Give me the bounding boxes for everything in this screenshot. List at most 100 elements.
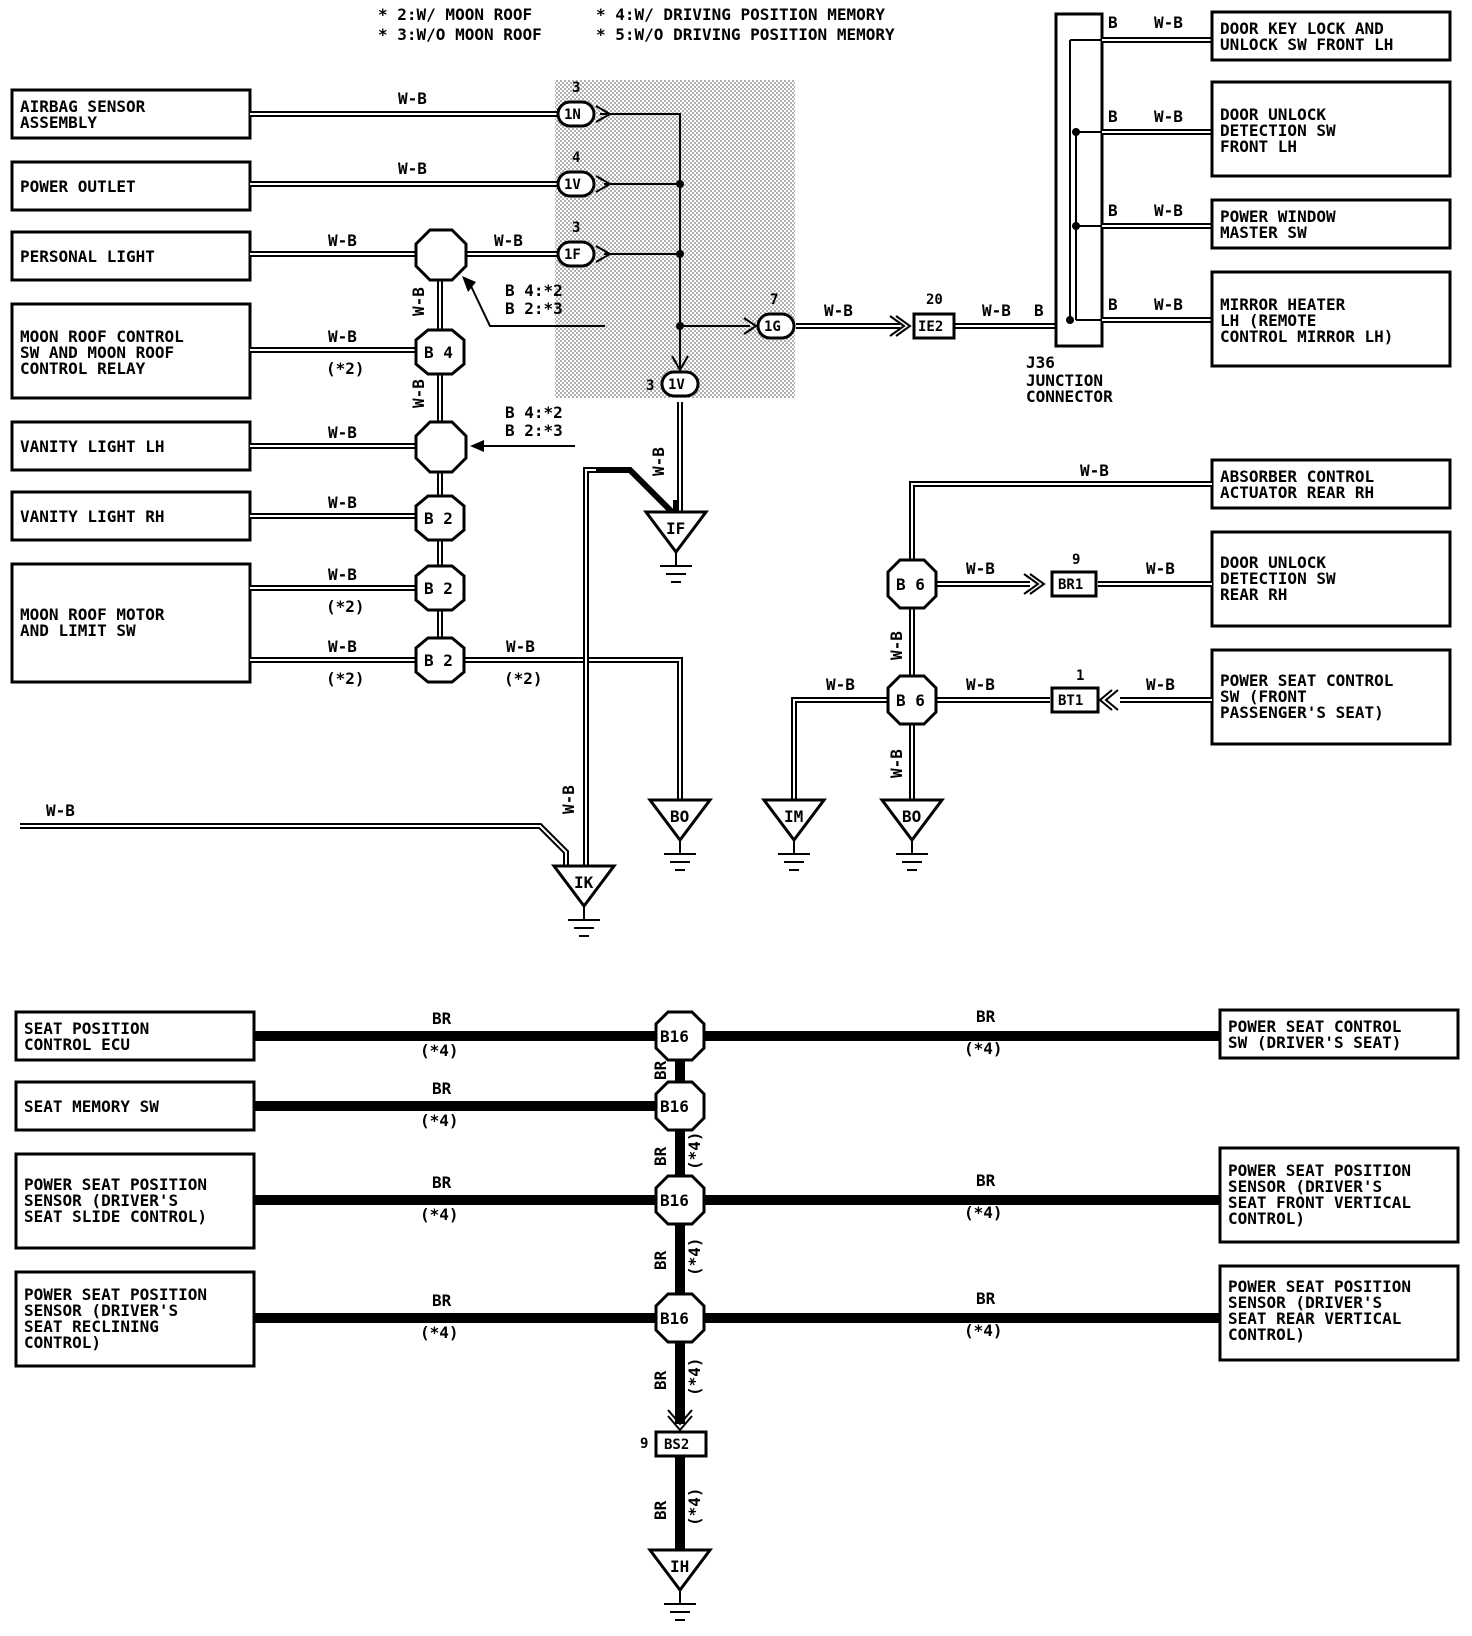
label-text: (*4) [420, 1323, 459, 1342]
label-text: 1F [564, 247, 581, 263]
label-text: B16 [660, 1027, 689, 1046]
label-text: B [1108, 107, 1118, 126]
label-text: W-B [1146, 559, 1175, 578]
label-text: 7 [770, 292, 778, 308]
component-door-unlock-front-lh: DOOR UNLOCK DETECTION SW FRONT LH [1210, 80, 1452, 178]
label-text: 3 [572, 80, 580, 96]
splice-b16-2: B16 [654, 1080, 706, 1132]
label-text: W-B [1146, 675, 1175, 694]
label-text: W-B [398, 159, 427, 178]
junction-id: J36 [1026, 353, 1055, 372]
wires-br [254, 1031, 1220, 1550]
splice-b2-motor-2: B 2 [414, 636, 466, 684]
label-text: POWER SEAT CONTROL [1228, 1017, 1401, 1036]
label-text: B [1034, 301, 1044, 320]
component-power-window-master: POWER WINDOW MASTER SW [1210, 198, 1452, 250]
label-text: DOOR UNLOCK [1220, 553, 1326, 572]
label-text: IF [666, 519, 685, 538]
label-text: W-B [966, 559, 995, 578]
label-text: 9 [1072, 552, 1080, 568]
label-text: B 4:*2 [505, 403, 563, 422]
component-rear-vertical-sensor: POWER SEAT POSITION SENSOR (DRIVER'S SEA… [1218, 1264, 1460, 1362]
label-text: SEAT SLIDE CONTROL) [24, 1207, 207, 1226]
component-mirror-heater: MIRROR HEATER LH (REMOTE CONTROL MIRROR … [1210, 270, 1452, 368]
splice-b6-upper: B 6 [886, 558, 938, 610]
splice-empty-lower [414, 420, 468, 474]
component-vanity-light-rh: VANITY LIGHT RH [10, 490, 252, 542]
ground-bo-right: BO [879, 798, 945, 871]
label-text: B 6 [896, 575, 925, 594]
component-personal-light: PERSONAL LIGHT [10, 230, 252, 282]
label-text: POWER SEAT POSITION [24, 1175, 207, 1194]
label-text: BR [651, 1250, 670, 1270]
label-text: DETECTION SW [1220, 121, 1336, 140]
label-text: PASSENGER'S SEAT) [1220, 703, 1384, 722]
label-text: W-B [824, 301, 853, 320]
label-text: SENSOR (DRIVER'S [24, 1191, 178, 1210]
label-text: (*4) [964, 1203, 1003, 1222]
label-text: BR [432, 1291, 452, 1310]
label-text: BR [976, 1289, 996, 1308]
label-text: (*2) [326, 597, 365, 616]
label-text: DOOR KEY LOCK AND [1220, 19, 1384, 38]
label-text: LH (REMOTE [1220, 311, 1316, 330]
label-text: SW AND MOON ROOF [20, 343, 174, 362]
label-text: POWER SEAT POSITION [24, 1285, 207, 1304]
splice-empty-upper [414, 228, 468, 282]
component-recline-sensor: POWER SEAT POSITION SENSOR (DRIVER'S SEA… [14, 1270, 256, 1368]
connector-1v-top: 4 1V [556, 150, 613, 198]
wires-j36-right: B W-B B W-B B W-B B W-B [1102, 13, 1212, 323]
note-w-driving-memory: * 4:W/ DRIVING POSITION MEMORY [596, 5, 885, 24]
label-text: SEAT FRONT VERTICAL [1228, 1193, 1411, 1212]
component-slide-sensor: POWER SEAT POSITION SENSOR (DRIVER'S SEA… [14, 1152, 256, 1250]
label-text: MOON ROOF CONTROL [20, 327, 184, 346]
label-text: (*4) [420, 1041, 459, 1060]
label-text: W-B [328, 637, 357, 656]
junction-connector-j36: J36 JUNCTION CONNECTOR [1026, 12, 1113, 406]
label-text: B 2 [424, 579, 453, 598]
label-text: BR [976, 1007, 996, 1026]
component-airbag-sensor: AIRBAG SENSOR ASSEMBLY [10, 88, 252, 140]
label-text: BR [651, 1370, 670, 1390]
component-power-seat-driver: POWER SEAT CONTROL SW (DRIVER'S SEAT) [1218, 1008, 1460, 1060]
label-text: B 2 [424, 509, 453, 528]
label-text: W-B [46, 801, 75, 820]
label-text: BO [902, 807, 921, 826]
label-text: CONTROL ECU [24, 1035, 130, 1054]
label-text: SEAT MEMORY SW [24, 1097, 159, 1116]
ground-bo-left: BO [647, 798, 713, 871]
label-text: B [1108, 201, 1118, 220]
label-text: MASTER SW [1220, 223, 1307, 242]
connector-bt1: 1 BT1 [1050, 668, 1100, 714]
label-text: SEAT REAR VERTICAL [1228, 1309, 1401, 1328]
wires-middle-right: W-B W-B W-B W-B W-B W-B W-B W-B [791, 461, 1212, 806]
label-text: IM [784, 807, 803, 826]
connector-ie2: 20 IE2 [912, 292, 956, 340]
label-text: 1 [1076, 668, 1084, 684]
label-text: W-B [328, 231, 357, 250]
label-text: POWER SEAT CONTROL [1220, 671, 1393, 690]
wire-labels-top-left: W-B W-B W-B W-B W-B (*2) W-B W-B W-B (*2… [46, 89, 853, 820]
splice-b6-lower: B 6 [886, 674, 938, 726]
label-text: SEAT RECLINING [24, 1317, 159, 1336]
label-text: POWER OUTLET [20, 177, 136, 196]
label-text: DETECTION SW [1220, 569, 1336, 588]
label-text: CONTROL) [1228, 1209, 1305, 1228]
label-text: W-B [982, 301, 1011, 320]
connector-bs2: 9 BS2 [640, 1430, 708, 1458]
component-power-seat-front-passenger: POWER SEAT CONTROL SW (FRONT PASSENGER'S… [1210, 648, 1452, 746]
label-text: 1G [764, 319, 781, 335]
label-text: BR [976, 1171, 996, 1190]
label-text: VANITY LIGHT RH [20, 507, 165, 526]
connector-1f: 3 1F [556, 220, 613, 268]
label-text: CONNECTOR [1026, 387, 1113, 406]
label-text: B 6 [896, 691, 925, 710]
label-text: W-B [328, 493, 357, 512]
ground-ik: IK [551, 864, 617, 937]
connector-1g: 7 1G [743, 292, 796, 340]
label-text: W-B [1154, 201, 1183, 220]
wires-center-top: W-B B [796, 301, 1056, 337]
label-text: (*4) [685, 1131, 704, 1170]
ground-im: IM [761, 798, 827, 871]
label-text: ABSORBER CONTROL [1220, 467, 1374, 486]
